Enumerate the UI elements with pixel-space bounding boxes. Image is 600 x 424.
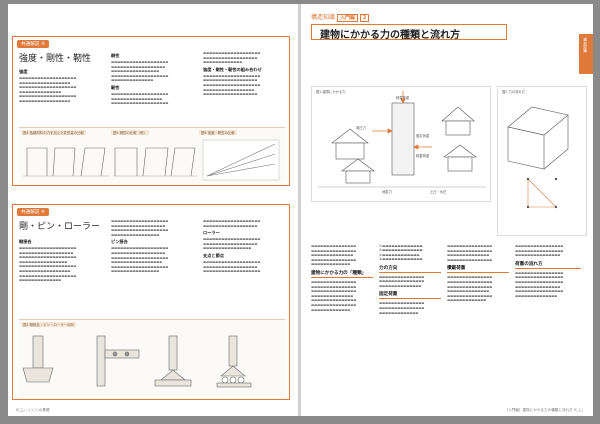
joint-diagrams	[22, 335, 252, 388]
body-text-lines: ▬▬▬▬▬▬▬▬▬▬▬▬▬▬▬▬▬▬▬▬▬▬▬▬▬▬▬▬▬▬▬▬▬▬▬▬▬▬▬▬…	[447, 275, 493, 303]
body-text-lines: ▬▬▬▬▬▬▬▬▬▬▬▬▬▬▬▬▬▬▬▬▬▬▬▬▬▬▬▬▬▬▬▬▬▬▬▬▬▬▬▬…	[111, 91, 169, 106]
force-label: 風圧力	[356, 126, 366, 130]
force-flow-diagram	[507, 106, 569, 209]
gutter	[298, 4, 301, 416]
body-text-lines: ▬▬▬▬▬▬▬▬▬▬▬▬▬▬▬▬▬▬▬▬▬▬▬▬▬▬▬▬▬▬▬▬▬▬▬▬▬▬▬▬…	[203, 237, 261, 251]
box-title: 剛・ピン・ローラー	[19, 222, 101, 232]
page-title: 建物にかかる力の種類と流れ方	[320, 30, 460, 41]
body-text-lines: ▬▬▬▬▬▬▬▬▬▬▬▬▬▬▬▬▬▬▬▬▬▬▬▬▬▬▬▬▬▬▬▬▬▬▬▬▬▬▬▬…	[311, 244, 357, 267]
body-text-lines: ▬▬▬▬▬▬▬▬▬▬▬▬▬▬▬▬▬▬▬▬▬▬▬▬▬▬▬▬▬▬▬▬▬▬▬▬▬▬▬▬…	[19, 246, 77, 283]
list-text: ①▬▬▬▬▬▬▬▬▬▬▬▬▬②▬▬▬▬▬▬▬▬▬▬▬▬▬③▬▬▬▬▬▬▬▬▬▬▬…	[379, 244, 423, 262]
body-column-3: ▬▬▬▬▬▬▬▬▬▬▬▬▬▬▬▬▬▬▬▬▬▬▬▬▬▬▬▬▬▬▬▬▬▬▬▬▬▬▬▬…	[447, 244, 509, 404]
subheading: 靭性	[111, 84, 120, 90]
box-title: 強度・剛性・靭性	[19, 54, 92, 64]
text-column: 強度 ▬▬▬▬▬▬▬▬▬▬▬▬▬▬▬▬▬▬▬▬▬▬▬▬▬▬▬▬▬▬▬▬▬▬▬▬▬…	[19, 67, 103, 121]
side-tab-label: 構造知識	[583, 38, 588, 53]
force-label: 土圧・水圧	[430, 190, 447, 194]
subheading: 支点と節点	[203, 252, 224, 258]
body-text-lines: ▬▬▬▬▬▬▬▬▬▬▬▬▬▬▬▬▬▬▬▬▬▬▬▬▬▬▬▬▬▬▬▬▬▬▬▬▬▬▬▬…	[311, 279, 357, 312]
subheading: 強度・剛性・靭性の組み合わせ	[203, 66, 262, 72]
force-label: 積載荷重	[416, 154, 430, 158]
box-badge: 共通解説 ③	[17, 40, 49, 48]
chapter-tag: 構造知識 入門編 2	[311, 12, 370, 22]
force-label: 積雪荷重	[396, 96, 410, 100]
text-column: ▬▬▬▬▬▬▬▬▬▬▬▬▬▬▬▬▬▬▬▬▬▬▬▬▬▬▬▬▬▬▬▬▬▬▬▬▬▬▬▬…	[111, 219, 195, 315]
right-page: 構造知識 構造知識 入門編 2 建物にかかる力の種類と流れ方 図1 建物にかかる…	[301, 4, 593, 416]
body-text-lines: ▬▬▬▬▬▬▬▬▬▬▬▬▬▬▬▬▬▬▬▬▬▬▬▬▬▬▬▬▬▬▬▬▬▬▬▬▬▬▬▬…	[515, 244, 564, 258]
subheading: ピン接合	[111, 239, 128, 245]
section-heading: 固定荷重	[379, 291, 441, 300]
figure-forces-on-building: 図1 建物にかかる力 積雪荷重 風圧力	[311, 86, 491, 202]
body-text-lines: ▬▬▬▬▬▬▬▬▬▬▬▬▬▬▬▬▬▬▬▬▬▬▬▬▬▬▬▬▬▬▬▬▬▬▬▬▬▬▬▬…	[111, 246, 169, 274]
text-column: 剛接合 ▬▬▬▬▬▬▬▬▬▬▬▬▬▬▬▬▬▬▬▬▬▬▬▬▬▬▬▬▬▬▬▬▬▬▬▬…	[19, 237, 103, 315]
section-heading: 積載荷重	[447, 265, 509, 274]
body-text-lines: ▬▬▬▬▬▬▬▬▬▬▬▬▬▬▬▬▬▬▬▬▬▬▬▬▬▬▬▬▬▬▬▬▬▬▬▬▬▬▬▬…	[203, 51, 261, 65]
body-text-lines: ▬▬▬▬▬▬▬▬▬▬▬▬▬▬▬▬▬▬▬▬▬▬▬▬▬▬▬▬▬▬▬▬▬▬▬▬▬▬▬▬…	[19, 76, 77, 103]
figure-caption: 図4 各種材料の力を加えた変形量の比較	[21, 130, 86, 135]
chapter-side-tab: 構造知識	[579, 34, 593, 74]
subheading: 剛性	[111, 53, 120, 58]
figure-caption: 図1 剛接合・ピン・ローラーの例	[21, 322, 76, 327]
page-folio: ［入門編］建物にかかる力の種類と流れ方 0□□	[504, 408, 584, 412]
figure-force-flow: 図2 力の流れ方	[497, 86, 587, 236]
text-column: 剛性 ▬▬▬▬▬▬▬▬▬▬▬▬▬▬▬▬▬▬▬▬▬▬▬▬▬▬▬▬▬▬▬▬▬▬▬▬▬…	[111, 51, 195, 121]
force-label: 固定荷重	[416, 134, 430, 138]
section-heading: 荷重の流れ方	[515, 261, 581, 269]
deformation-diagrams	[23, 139, 280, 181]
figure-caption: 図6 強度・靭性の比較	[199, 130, 237, 135]
text-column: ▬▬▬▬▬▬▬▬▬▬▬▬▬▬▬▬▬▬▬▬▬▬▬▬▬▬▬▬▬▬▬▬▬▬▬▬▬▬▬▬…	[203, 51, 287, 121]
body-text-lines: ▬▬▬▬▬▬▬▬▬▬▬▬▬▬▬▬▬▬▬▬▬▬▬▬▬▬▬▬▬▬▬▬▬▬▬▬▬▬▬▬…	[111, 219, 169, 237]
explanation-box-joints: 共通解説 ④ 剛・ピン・ローラー 剛接合 ▬▬▬▬▬▬▬▬▬▬▬▬▬▬▬▬▬▬▬…	[12, 204, 290, 400]
title-box: 建物にかかる力の種類と流れ方	[311, 24, 507, 41]
left-page: 共通解説 ③ 強度・剛性・靭性 強度 ▬▬▬▬▬▬▬▬▬▬▬▬▬▬▬▬▬▬▬▬▬…	[8, 4, 298, 416]
figure-caption: 図2 力の流れ方	[502, 90, 525, 94]
explanation-box-strength: 共通解説 ③ 強度・剛性・靭性 強度 ▬▬▬▬▬▬▬▬▬▬▬▬▬▬▬▬▬▬▬▬▬…	[12, 36, 290, 186]
joint-figure-strip: 図1 剛接合・ピン・ローラーの例	[19, 319, 285, 397]
page-folio: 0□□ ○○○○の基礎	[16, 408, 50, 412]
body-column-4: ▬▬▬▬▬▬▬▬▬▬▬▬▬▬▬▬▬▬▬▬▬▬▬▬▬▬▬▬▬▬▬▬▬▬▬▬▬▬▬▬…	[515, 244, 581, 404]
forces-diagram	[318, 91, 486, 188]
body-column-1: ▬▬▬▬▬▬▬▬▬▬▬▬▬▬▬▬▬▬▬▬▬▬▬▬▬▬▬▬▬▬▬▬▬▬▬▬▬▬▬▬…	[311, 244, 373, 404]
chapter-level: 入門編	[336, 14, 358, 22]
figure-strip: 図4 各種材料の力を加えた変形量の比較 図5 剛性の比較（例） 図6 強度・靭性…	[19, 127, 285, 183]
force-label: 地震力	[382, 190, 392, 194]
text-column: ▬▬▬▬▬▬▬▬▬▬▬▬▬▬▬▬▬▬▬▬▬▬▬▬▬▬▬▬▬▬▬▬▬▬▬▬▬ ロー…	[203, 219, 287, 315]
figure-caption: 図1 建物にかかる力	[316, 90, 346, 94]
body-column-2: ①▬▬▬▬▬▬▬▬▬▬▬▬▬②▬▬▬▬▬▬▬▬▬▬▬▬▬③▬▬▬▬▬▬▬▬▬▬▬…	[379, 244, 441, 404]
subheading: 剛接合	[19, 239, 32, 244]
body-text-lines: ▬▬▬▬▬▬▬▬▬▬▬▬▬▬▬▬▬▬▬▬▬▬▬▬▬▬▬▬▬▬▬▬▬▬▬▬▬▬▬▬…	[515, 270, 564, 298]
body-text-lines: ▬▬▬▬▬▬▬▬▬▬▬▬▬▬▬▬▬▬▬▬▬▬▬▬▬▬▬▬▬▬▬▬▬▬▬▬▬▬▬▬…	[111, 60, 169, 83]
chapter-number: 2	[359, 14, 370, 22]
body-text-lines: ▬▬▬▬▬▬▬▬▬▬▬▬▬▬▬▬▬▬▬▬▬▬▬▬▬▬▬▬▬▬▬▬▬▬▬▬▬▬▬▬…	[379, 274, 425, 288]
body-text-lines: ▬▬▬▬▬▬▬▬▬▬▬▬▬▬▬▬▬▬▬▬▬▬▬▬▬▬▬▬▬▬▬▬▬▬▬▬▬▬▬▬…	[447, 244, 493, 262]
section-heading: 建物にかかる力の「種類」	[311, 270, 373, 278]
body-text-lines: ▬▬▬▬▬▬▬▬▬▬▬▬▬▬▬▬▬▬▬▬▬▬▬▬▬▬▬▬▬▬▬▬▬▬▬▬▬▬▬▬…	[203, 73, 261, 97]
body-text-lines: ▬▬▬▬▬▬▬▬▬▬▬▬▬▬▬▬▬▬▬▬▬▬▬▬▬▬▬▬▬▬▬▬▬▬▬▬▬▬▬▬…	[203, 259, 261, 274]
subheading: ローラー	[203, 230, 220, 236]
chapter-prefix: 構造知識	[311, 14, 336, 21]
section-heading: 力の方向	[379, 265, 441, 273]
subheading: 強度	[19, 69, 28, 74]
body-text-lines: ▬▬▬▬▬▬▬▬▬▬▬▬▬▬▬▬▬▬▬▬▬▬▬▬▬▬▬▬▬▬▬▬▬▬▬▬▬	[203, 219, 261, 228]
box-badge: 共通解説 ④	[17, 208, 49, 216]
body-text-lines: ▬▬▬▬▬▬▬▬▬▬▬▬▬▬▬▬▬▬▬▬▬▬▬▬▬▬▬▬▬▬▬▬▬▬▬▬▬▬▬▬…	[379, 301, 425, 315]
figure-caption: 図5 剛性の比較（例）	[111, 130, 149, 135]
